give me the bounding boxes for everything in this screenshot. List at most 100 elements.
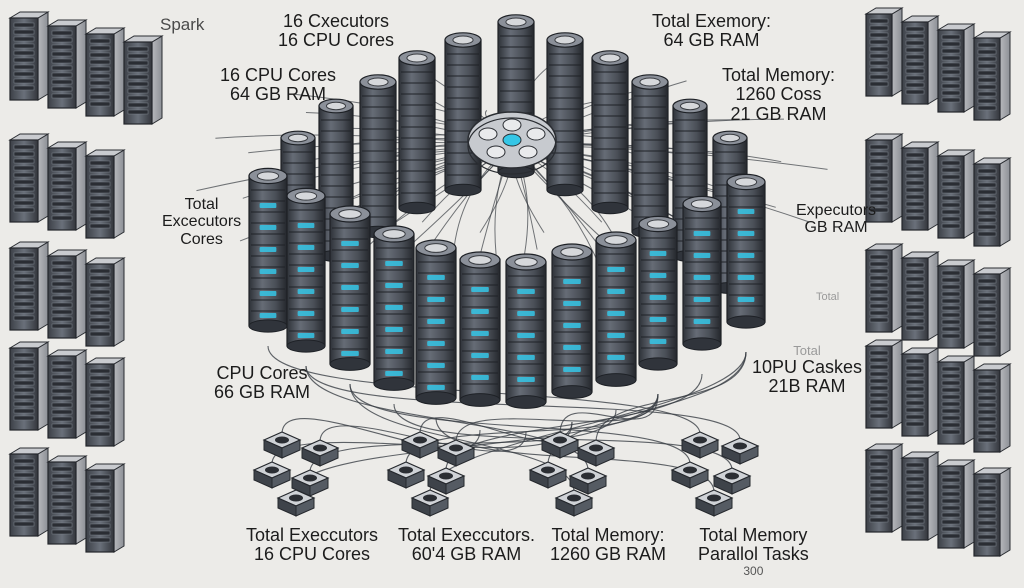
- label-line: Total Execcutors.: [398, 525, 536, 545]
- server-rack: [46, 141, 88, 231]
- server-tower: [595, 231, 637, 387]
- label-left-low: CPU Cores 66 GB RAM: [214, 363, 310, 403]
- server-rack: [8, 133, 50, 223]
- server-tower: [248, 167, 288, 333]
- server-rack: [84, 463, 126, 553]
- central-hub: [467, 111, 557, 175]
- label-line: 16 CPU Cores: [254, 544, 371, 565]
- label-line: Total: [184, 196, 219, 213]
- label-line: Total Execcutors: [246, 525, 379, 545]
- worker-node: [262, 431, 302, 459]
- server-tower: [551, 243, 593, 399]
- server-rack: [936, 459, 976, 549]
- hub-port: [502, 133, 522, 147]
- server-tower: [398, 50, 436, 215]
- server-tower: [444, 32, 482, 197]
- label-bottom-2: Total Execcutors. 60'4 GB RAM: [398, 525, 536, 565]
- label-line: Parallol Tasks: [698, 544, 809, 565]
- label-line: 21 GB RAM: [730, 103, 827, 124]
- label-right-memory: Total Memory: 1260 Coss 21 GB RAM: [722, 65, 836, 124]
- worker-node: [528, 461, 568, 489]
- label-line: 60'4 GB RAM: [411, 544, 522, 565]
- hub-port: [526, 127, 546, 141]
- label-line: 300: [743, 563, 764, 578]
- label-line: 16 Cxecutors: [282, 11, 390, 31]
- server-tower: [682, 195, 722, 351]
- label-line: GB RAM: [804, 219, 868, 237]
- label-line: Expecutors: [796, 202, 877, 219]
- worker-node: [670, 461, 710, 489]
- label-line: 16 CPU Cores: [278, 30, 395, 51]
- server-rack: [46, 19, 88, 109]
- server-rack: [972, 157, 1012, 247]
- server-tower: [726, 173, 766, 329]
- worker-node: [290, 469, 330, 497]
- server-rack: [900, 141, 940, 231]
- server-rack: [900, 347, 940, 437]
- label-bottom-3: Total Memory: 1260 GB RAM: [550, 525, 667, 565]
- node-cable: [559, 393, 659, 435]
- label-line: Excecutors: [162, 213, 242, 231]
- worker-node: [426, 467, 466, 495]
- server-rack: [900, 251, 940, 341]
- label-line: Cores: [180, 230, 223, 248]
- worker-node: [276, 489, 316, 517]
- label-left-mid: Total Excecutors Cores: [162, 196, 241, 248]
- worker-node: [720, 437, 760, 465]
- label-line: 64 GB RAM: [230, 84, 327, 105]
- label-line: 1260 GB RAM: [550, 544, 667, 565]
- server-rack: [972, 467, 1012, 557]
- worker-node: [400, 431, 440, 459]
- worker-node: [554, 489, 594, 517]
- worker-node: [410, 489, 450, 517]
- label-right-low: Total 10PU Caskes 21B RAM: [752, 343, 862, 397]
- server-rack: [8, 241, 50, 331]
- front-server-ring: [248, 167, 766, 409]
- server-tower: [286, 187, 326, 353]
- worker-node: [568, 467, 608, 495]
- label-top-center: 16 Cxecutors 16 CPU Cores: [278, 11, 395, 51]
- server-rack: [864, 133, 904, 223]
- server-rack: [900, 15, 940, 105]
- hub-port: [486, 145, 506, 159]
- server-tower: [329, 205, 371, 371]
- server-rack: [864, 443, 904, 533]
- label-line: Total: [793, 343, 821, 358]
- label-top-right: Total Exemory: 64 GB RAM: [652, 11, 771, 51]
- label-bottom-4: Total Memory Parallol Tasks 300: [698, 525, 809, 578]
- server-rack: [8, 447, 50, 537]
- worker-node: [712, 467, 752, 495]
- back-server-ring: [280, 14, 748, 294]
- label-line: CPU Cores: [216, 363, 308, 383]
- server-tower: [505, 253, 547, 409]
- server-rack: [864, 339, 904, 429]
- server-rack: [46, 249, 88, 339]
- server-tower: [415, 239, 457, 405]
- label-line: Total Memory: [699, 525, 808, 545]
- label-line: 21B RAM: [768, 376, 846, 397]
- label-line: 1260 Coss: [735, 84, 822, 105]
- hub-port: [518, 145, 538, 159]
- server-tower: [546, 32, 584, 197]
- worker-node: [300, 439, 340, 467]
- label-line: Total Memory:: [722, 65, 836, 85]
- node-cable: [595, 351, 747, 443]
- worker-node: [436, 439, 476, 467]
- server-tower: [459, 251, 501, 407]
- server-rack: [864, 7, 904, 97]
- server-rack: [46, 349, 88, 439]
- server-tower: [359, 74, 397, 239]
- server-rack: [972, 363, 1012, 453]
- label-top-left: 16 CPU Cores 64 GB RAM: [220, 65, 336, 105]
- server-rack: [8, 11, 50, 101]
- worker-node-clusters: [252, 431, 760, 517]
- server-rack: [122, 35, 164, 125]
- side-server-racks: [8, 7, 1012, 557]
- server-rack: [84, 27, 126, 117]
- server-rack: [936, 149, 976, 239]
- server-rack: [84, 357, 126, 447]
- server-rack: [84, 257, 126, 347]
- brand-label: Spark: [160, 15, 205, 34]
- server-tower: [591, 50, 629, 215]
